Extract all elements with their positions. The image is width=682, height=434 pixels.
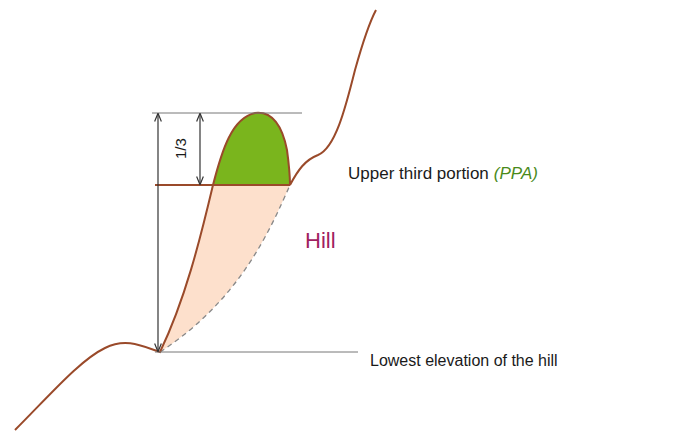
dashed-boundary xyxy=(160,185,290,352)
region-label: Upper third portion xyxy=(348,164,489,184)
base-reference-line xyxy=(155,352,358,353)
hill-body xyxy=(160,185,290,352)
terrain-profile xyxy=(15,10,376,430)
top-reference-line xyxy=(152,113,302,114)
third-line xyxy=(155,184,290,186)
region-abbreviation: (PPA) xyxy=(494,164,538,184)
base-label: Lowest elevation of the hill xyxy=(370,352,558,370)
hill-label: Hill xyxy=(305,228,336,253)
third-dimension xyxy=(199,114,200,184)
dimension-label: 1/3 xyxy=(171,139,188,160)
height-dimension xyxy=(157,114,158,351)
